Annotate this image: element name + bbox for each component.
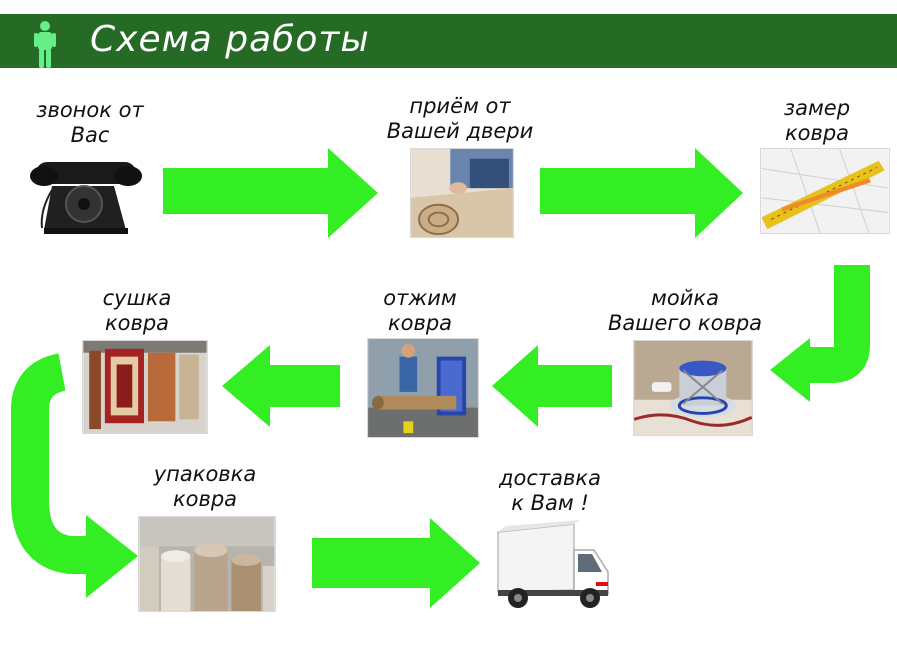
arrow-measure-to-wash-head — [770, 338, 810, 402]
arrow-dry-to-pack-head — [86, 515, 138, 598]
step-image-wring — [367, 338, 479, 438]
step-label-call: звонок от Вас — [36, 98, 144, 147]
arrow-call-to-pickup — [163, 148, 378, 238]
wringing-machine-icon — [368, 339, 478, 437]
arrow-dry-to-pack-curve — [11, 353, 88, 574]
step-label-wash: мойка Вашего ковра — [607, 286, 763, 335]
step-image-wash — [633, 340, 753, 436]
delivery-truck-icon — [497, 520, 609, 608]
step-label-dry: сушка ковра — [102, 286, 172, 335]
step-image-dry — [82, 340, 208, 434]
step-image-pack — [138, 516, 276, 612]
step-label-pack: упаковка ковра — [153, 462, 257, 511]
arrow-measure-to-wash-curve — [808, 265, 870, 383]
step-label-wring: отжим ковра — [383, 286, 457, 335]
arrow-pack-to-deliver — [312, 518, 480, 608]
arrow-wash-to-wring — [492, 345, 612, 427]
measuring-tape-icon — [761, 149, 889, 233]
packed-carpets-icon — [139, 517, 275, 611]
step-image-deliver — [486, 520, 612, 612]
step-image-measure — [760, 148, 890, 234]
step-image-pickup — [410, 148, 514, 238]
arrow-wring-to-dry — [222, 345, 340, 427]
arrow-pickup-to-measure — [540, 148, 743, 238]
step-label-pickup: приём от Вашей двери — [386, 94, 534, 143]
page-title: Схема работы — [90, 19, 370, 60]
step-label-measure: замер ковра — [783, 96, 851, 145]
person-icon — [34, 21, 56, 68]
washing-machine-icon — [634, 341, 752, 435]
step-label-deliver: доставка к Вам ! — [499, 466, 601, 515]
header-bar: Схема работы — [0, 14, 897, 68]
rolled-carpet-icon — [411, 149, 513, 237]
telephone-icon — [30, 162, 142, 234]
hanging-carpets-icon — [83, 341, 207, 433]
step-image-call — [22, 150, 144, 236]
